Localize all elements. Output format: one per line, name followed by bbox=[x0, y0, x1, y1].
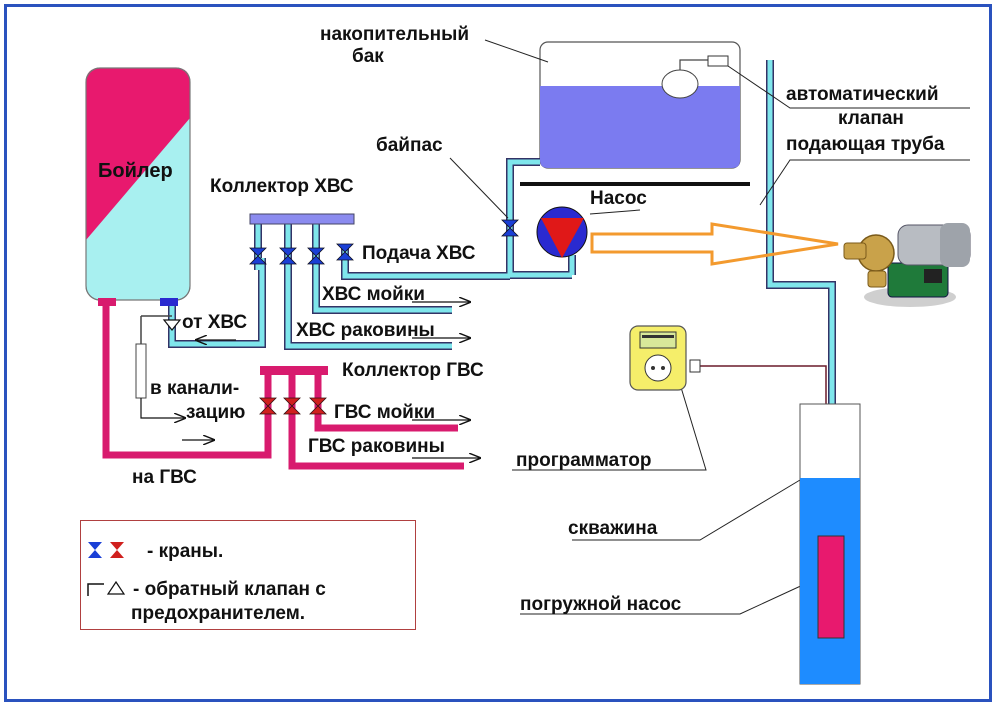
storage-tank bbox=[520, 41, 750, 186]
hot-basin-label: ГВС раковины bbox=[308, 436, 445, 457]
pump-photo bbox=[840, 205, 980, 315]
legend-taps-text: - краны. bbox=[147, 541, 224, 562]
from-cold-label: от ХВС bbox=[182, 312, 248, 333]
bypass-label: байпас bbox=[376, 135, 443, 156]
well-label: скважина bbox=[568, 518, 658, 539]
legend-box: - краны. - обратный клапан с предохранит… bbox=[80, 520, 416, 630]
well bbox=[799, 403, 861, 685]
legend-check-valve-text-1: - обратный клапан с bbox=[133, 579, 326, 600]
tank-label-line2: бак bbox=[352, 46, 384, 67]
to-hot-label: на ГВС bbox=[132, 467, 197, 488]
hot-sink-label: ГВС мойки bbox=[334, 402, 436, 423]
pump-label: Насос bbox=[590, 188, 647, 209]
boiler bbox=[85, 67, 191, 306]
cold-supply-label: Подача ХВС bbox=[362, 243, 476, 264]
valve-label: клапан bbox=[838, 108, 904, 129]
pump-pointer-arrow bbox=[590, 222, 839, 266]
hot-taps bbox=[259, 397, 327, 415]
legend-icons bbox=[87, 542, 126, 596]
feed-pipe-label: подающая труба bbox=[786, 134, 945, 155]
programmer-device bbox=[628, 324, 690, 394]
drain-label-line1: в канали- bbox=[150, 378, 240, 399]
hot-collector-label: Коллектор ГВС bbox=[342, 360, 484, 381]
auto-valve-label: автоматический bbox=[786, 84, 939, 105]
drain-line bbox=[135, 315, 185, 418]
cold-collector-label: Коллектор ХВС bbox=[210, 176, 354, 197]
leader-lines bbox=[449, 39, 970, 615]
tank-label-line1: накопительный bbox=[320, 24, 470, 45]
cold-taps bbox=[249, 219, 519, 265]
boiler-label: Бойлер bbox=[98, 160, 173, 182]
cold-sink-label: ХВС мойки bbox=[322, 284, 425, 305]
programmer-label: программатор bbox=[516, 450, 652, 471]
legend-check-valve-text-2: предохранителем. bbox=[131, 603, 306, 624]
submersible-pump-label: погружной насос bbox=[520, 594, 682, 615]
flow-arrows bbox=[182, 302, 480, 458]
hot-collector bbox=[260, 366, 328, 375]
drain-label-line2: зацию bbox=[186, 402, 246, 423]
cold-collector bbox=[249, 213, 355, 225]
cold-basin-label: ХВС раковины bbox=[296, 320, 435, 341]
pump-symbol bbox=[536, 206, 588, 258]
